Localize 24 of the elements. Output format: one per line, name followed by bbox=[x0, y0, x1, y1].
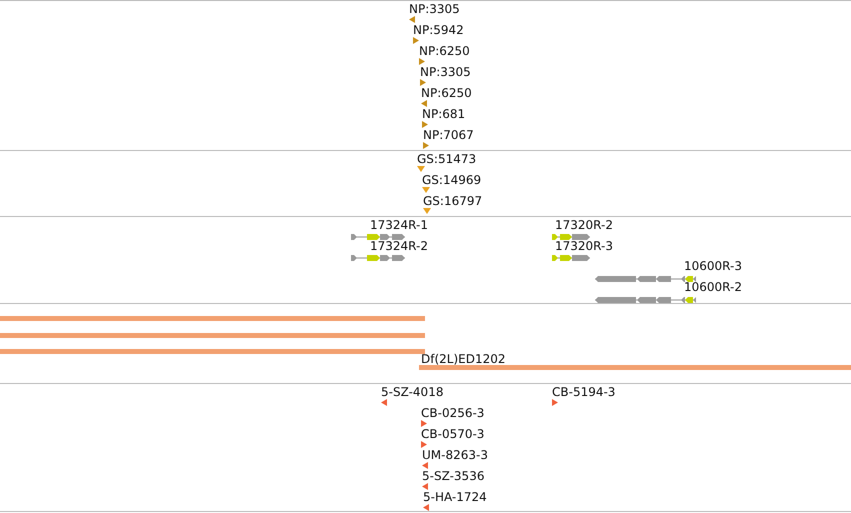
feature-label: 10600R-2 bbox=[684, 280, 742, 294]
feature-label: 17324R-2 bbox=[370, 239, 428, 253]
feature-label: NP:3305 bbox=[409, 2, 460, 16]
feature-label: 17324R-1 bbox=[370, 218, 428, 232]
feature-label: Df(2L)ED1202 bbox=[421, 352, 506, 366]
feature-label: 5-HA-1724 bbox=[423, 490, 487, 504]
feature-label: GS:51473 bbox=[417, 152, 476, 166]
feature-label: NP:7067 bbox=[423, 128, 474, 142]
feature-label: NP:6250 bbox=[419, 44, 470, 58]
feature-label: CB-0570-3 bbox=[421, 427, 484, 441]
feature-label: CB-5194-3 bbox=[552, 385, 616, 399]
feature-label: 5-SZ-3536 bbox=[422, 469, 484, 483]
feature-label: CB-0256-3 bbox=[421, 406, 484, 420]
feature-label: 17320R-2 bbox=[555, 218, 613, 232]
feature-label: NP:6250 bbox=[421, 86, 472, 100]
feature-label: GS:14969 bbox=[422, 173, 482, 187]
feature-label: 17320R-3 bbox=[555, 239, 613, 253]
feature-label: NP:5942 bbox=[413, 23, 464, 37]
feature-label: NP:3305 bbox=[420, 65, 471, 79]
feature-label: GS:16797 bbox=[423, 194, 482, 208]
feature-label: 10600R-3 bbox=[684, 259, 742, 273]
feature-label: UM-8263-3 bbox=[422, 448, 488, 462]
feature-label: 5-SZ-4018 bbox=[381, 385, 444, 399]
feature-label: NP:681 bbox=[422, 107, 466, 121]
